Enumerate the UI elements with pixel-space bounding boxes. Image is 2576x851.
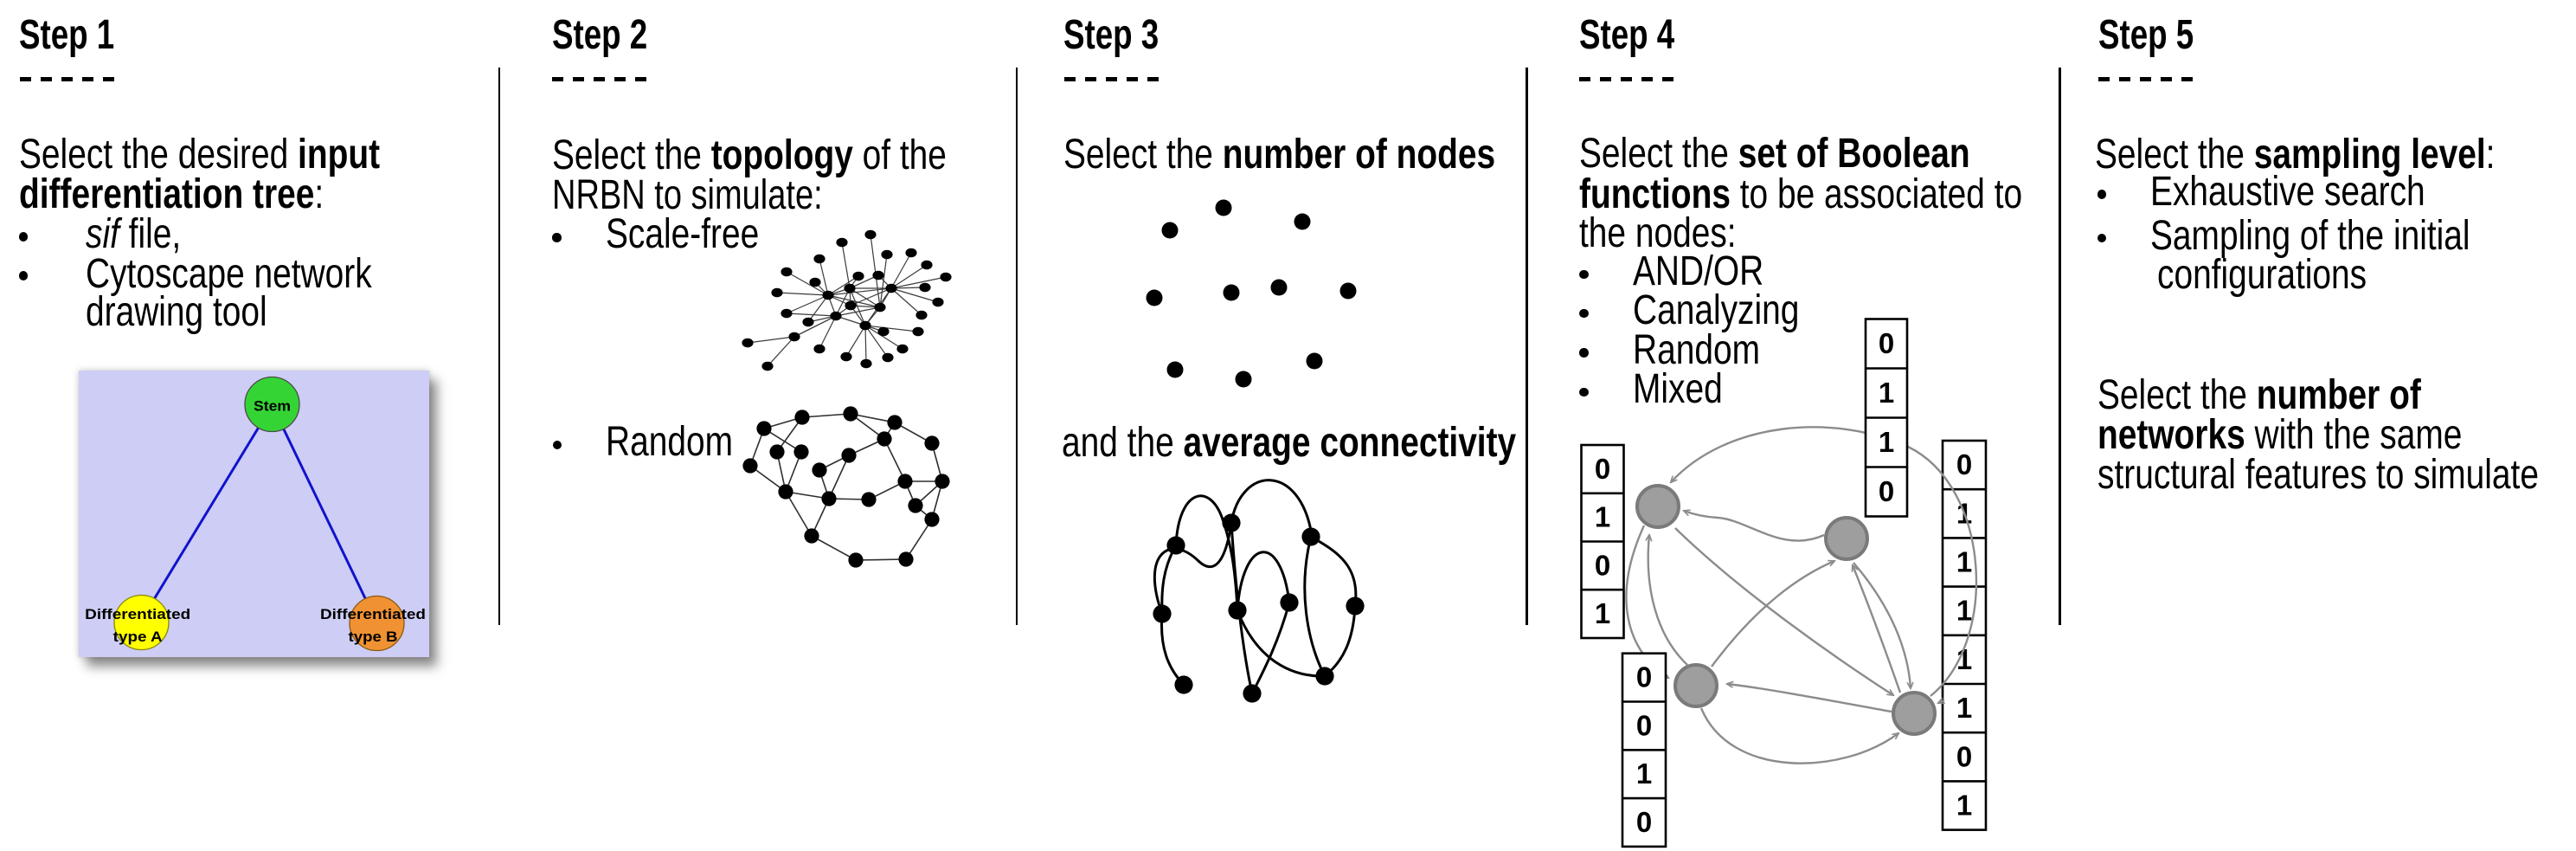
svg-text:0: 0 — [1636, 661, 1652, 693]
svg-text:1: 1 — [1595, 501, 1610, 533]
svg-text:1: 1 — [1595, 597, 1610, 629]
svg-text:Stem: Stem — [254, 399, 291, 415]
svg-text:0: 0 — [1636, 806, 1652, 838]
svg-text:Differentiated: Differentiated — [320, 607, 426, 622]
svg-text:1: 1 — [1879, 426, 1894, 458]
svg-text:1: 1 — [1956, 595, 1972, 627]
svg-text:0: 0 — [1879, 475, 1894, 507]
svg-text:1: 1 — [1956, 692, 1972, 724]
svg-text:0: 0 — [1636, 709, 1652, 741]
svg-text:0: 0 — [1956, 740, 1972, 772]
svg-text:0: 0 — [1595, 549, 1610, 581]
svg-text:1: 1 — [1879, 377, 1894, 409]
svg-text:1: 1 — [1636, 758, 1652, 790]
svg-text:Differentiated: Differentiated — [85, 607, 190, 622]
svg-text:0: 0 — [1879, 327, 1894, 359]
svg-text:1: 1 — [1956, 546, 1972, 578]
svg-text:0: 0 — [1595, 453, 1610, 485]
svg-text:type B: type B — [348, 629, 397, 645]
svg-text:1: 1 — [1956, 790, 1972, 822]
svg-text:type A: type A — [112, 629, 162, 645]
svg-text:0: 0 — [1956, 448, 1972, 480]
svg-text:1: 1 — [1956, 643, 1972, 675]
